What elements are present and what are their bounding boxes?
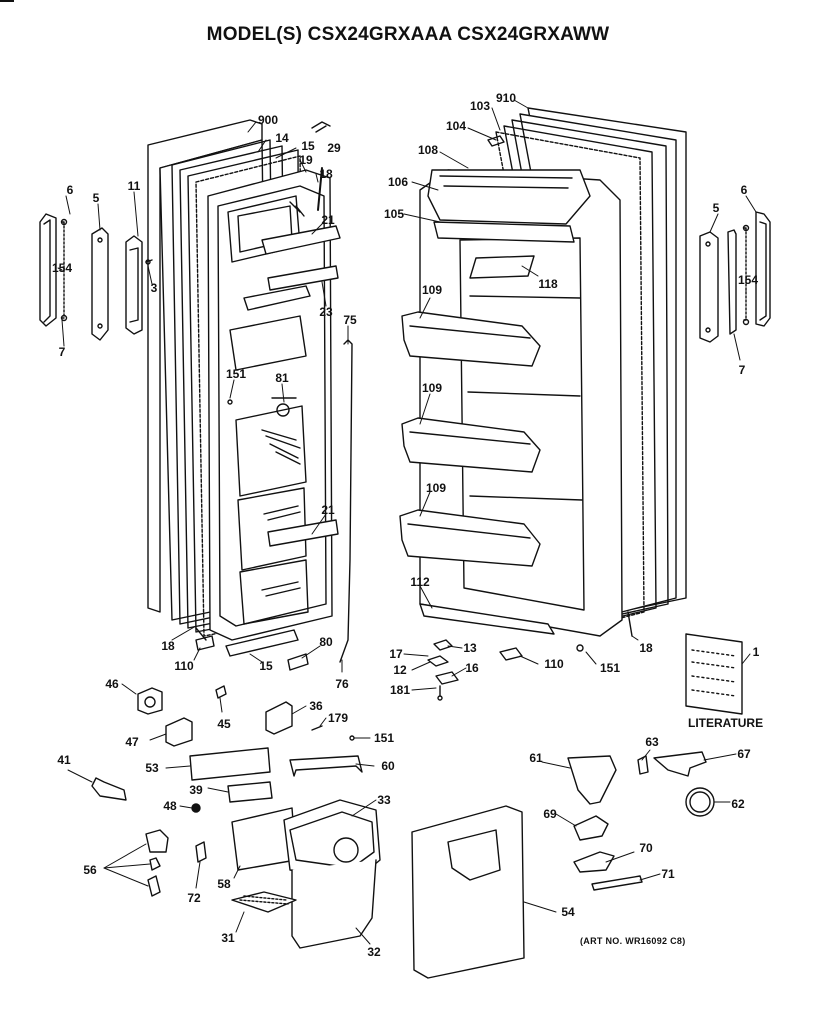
freezer-door-liner — [207, 169, 341, 641]
corner-mark — [0, 0, 14, 2]
callout-81: 81 — [275, 371, 289, 385]
callout-154-right: 154 — [737, 273, 759, 287]
callout-181: 181 — [389, 683, 411, 697]
callout-18-left-bottom: 18 — [161, 639, 175, 653]
fresh-food-door-liner — [399, 135, 623, 637]
callout-109-bottom: 109 — [425, 481, 447, 495]
callout-11: 11 — [127, 179, 141, 193]
callout-21-upper: 21 — [321, 213, 335, 227]
callout-13: 13 — [463, 641, 477, 655]
callout-80: 80 — [319, 635, 333, 649]
callout-15: 15 — [301, 139, 315, 153]
callout-112: 112 — [410, 575, 430, 589]
callout-3: 3 — [150, 281, 158, 295]
callout-60: 60 — [381, 759, 395, 773]
literature-label: LITERATURE — [688, 716, 764, 730]
callout-70: 70 — [639, 841, 653, 855]
callout-23: 23 — [319, 305, 333, 319]
callout-75: 75 — [343, 313, 357, 327]
callout-21-lower: 21 — [321, 503, 335, 517]
callout-7-right: 7 — [738, 363, 746, 377]
callout-110-left: 110 — [174, 659, 194, 673]
callout-53: 53 — [145, 761, 159, 775]
callout-5-left: 5 — [92, 191, 100, 205]
callout-108: 108 — [417, 143, 439, 157]
callout-41: 41 — [57, 753, 71, 767]
callout-76: 76 — [335, 677, 349, 691]
fresh-food-handle-parts — [699, 211, 771, 343]
callout-46: 46 — [105, 677, 119, 691]
callout-103: 103 — [469, 99, 491, 113]
callout-151-dispenser: 151 — [373, 731, 395, 745]
callout-32: 32 — [367, 945, 381, 959]
callout-62: 62 — [731, 797, 745, 811]
leader-lines — [57, 99, 757, 945]
callout-67: 67 — [737, 747, 751, 761]
callout-106: 106 — [387, 175, 409, 189]
callout-154-left: 154 — [51, 261, 73, 275]
callout-5-right: 5 — [712, 201, 720, 215]
callout-12: 12 — [393, 663, 407, 677]
callout-16: 16 — [465, 661, 479, 675]
callout-118: 118 — [538, 277, 558, 291]
callout-14: 14 — [275, 131, 289, 145]
callout-69: 69 — [543, 807, 557, 821]
callout-6-right: 6 — [740, 183, 748, 197]
fresh-food-small-parts — [427, 611, 633, 701]
callout-33: 33 — [377, 793, 391, 807]
callout-45: 45 — [217, 717, 231, 731]
callout-36: 36 — [309, 699, 323, 713]
callout-54: 54 — [561, 905, 575, 919]
callout-179: 179 — [327, 711, 349, 725]
callout-105: 105 — [383, 207, 405, 221]
freezer-small-parts — [195, 121, 353, 671]
callout-63: 63 — [645, 735, 659, 749]
callout-151-right: 151 — [599, 661, 621, 675]
callout-18: 18 — [319, 167, 333, 181]
callout-39: 39 — [189, 783, 203, 797]
freezer-door-handle-parts — [39, 213, 153, 341]
literature-booklet — [685, 633, 743, 715]
callout-18-right: 18 — [639, 641, 653, 655]
callout-109-middle: 109 — [421, 381, 443, 395]
callout-29: 29 — [327, 141, 341, 155]
callout-1: 1 — [752, 645, 760, 659]
callout-151-left: 151 — [225, 367, 247, 381]
callout-17: 17 — [389, 647, 403, 661]
callout-109-top: 109 — [421, 283, 443, 297]
callout-6-left: 6 — [66, 183, 74, 197]
callout-900: 900 — [257, 113, 279, 127]
dispenser-front-parts — [411, 751, 715, 979]
callout-61: 61 — [529, 751, 543, 765]
dispenser-parts — [91, 685, 381, 949]
callout-47: 47 — [125, 735, 139, 749]
callout-7-left: 7 — [58, 345, 66, 359]
callout-910: 910 — [495, 91, 517, 105]
page-title: MODEL(S) CSX24GRXAAA CSX24GRXAWW — [206, 24, 610, 45]
callout-104: 104 — [445, 119, 467, 133]
callout-48: 48 — [163, 799, 177, 813]
callout-56: 56 — [83, 863, 97, 877]
art-number: (ART NO. WR16092 C8) — [580, 936, 686, 946]
callout-71: 71 — [661, 867, 675, 881]
callout-58: 58 — [217, 877, 231, 891]
callout-110-right: 110 — [544, 657, 564, 671]
callout-19: 19 — [299, 153, 313, 167]
callout-31: 31 — [221, 931, 235, 945]
callout-15-bottom: 15 — [259, 659, 273, 673]
callout-72: 72 — [187, 891, 201, 905]
